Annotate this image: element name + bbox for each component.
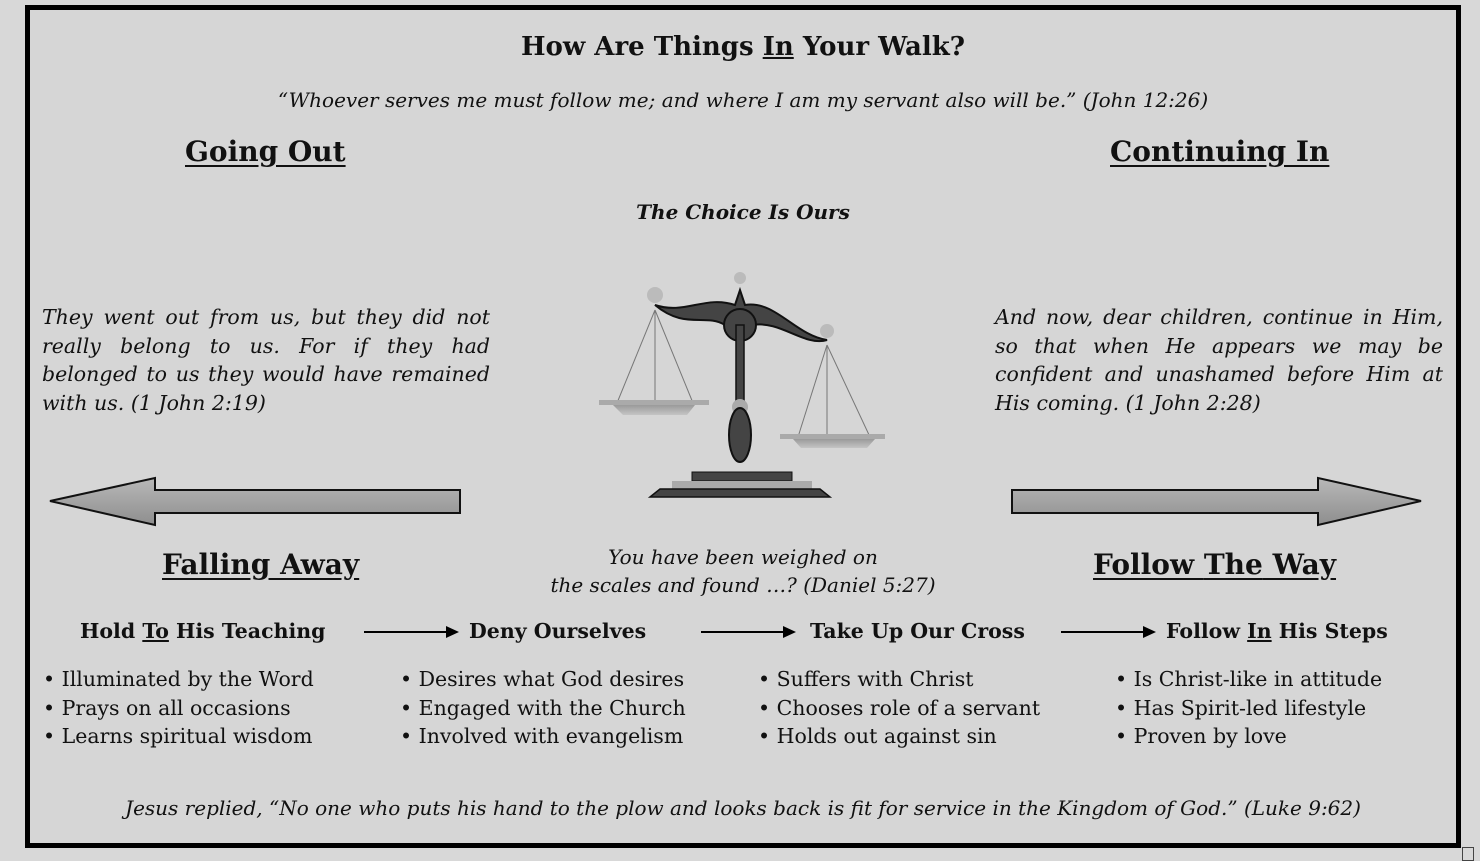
list-item: • Prays on all occasions (43, 695, 291, 720)
weighed-caption: You have been weighed on the scales and f… (500, 543, 986, 599)
scripture-quote: “Whoever serves me must follow me; and w… (277, 88, 1209, 112)
scales-icon (599, 272, 885, 498)
list-item: • Desires what God desires (400, 667, 685, 691)
step-text: Take Up Our Cross (810, 619, 1025, 643)
follow-the-way-heading: Follow The Way (1093, 548, 1336, 581)
list-item: • Proven by love (1115, 724, 1287, 749)
list-item: • Is Christ-like in attitude (1115, 667, 1383, 691)
weighed-line: the scales and found …? (Daniel 5:27) (550, 573, 936, 597)
step-text: Follow (1166, 619, 1248, 643)
heading-part: Follow (1093, 548, 1204, 581)
page-title: How Are Things In Your Walk? (0, 32, 1480, 62)
step-text: His Teaching (168, 619, 326, 643)
title-part: Your Walk? (793, 32, 966, 62)
weighed-line: You have been weighed on (608, 545, 878, 569)
title-part: How Are Things (520, 32, 763, 62)
right-passage: And now, dear children, continue in Him,… (995, 305, 1443, 415)
bullet-list-4: • Is Christ-like in attitude • Has Spirit… (1115, 665, 1382, 751)
step-text: Deny Ourselves (469, 619, 647, 643)
title-underlined: In (762, 32, 794, 62)
step-text: Hold (80, 619, 143, 643)
going-out-heading: Going Out (185, 135, 346, 168)
list-item: • Has Spirit-led lifestyle (1115, 695, 1367, 720)
bullet-list-2: • Desires what God desires • Engaged with… (400, 665, 686, 751)
step-text: His Steps (1271, 619, 1388, 643)
step-underlined: In (1247, 619, 1272, 643)
list-item: • Suffers with Christ (758, 667, 974, 691)
bullet-list-3: • Suffers with Christ • Chooses role of a… (758, 665, 1040, 751)
falling-away-heading: Falling Away (162, 548, 360, 581)
continuing-in-heading: Continuing In (1110, 135, 1330, 168)
list-item: • Illuminated by the Word (43, 667, 314, 691)
step-arrow-icon (701, 626, 796, 638)
list-item: • Learns spiritual wisdom (43, 724, 313, 749)
step-arrow-icon (1061, 626, 1156, 638)
list-item: • Chooses role of a servant (758, 695, 1041, 720)
step-deny-ourselves: Deny Ourselves (469, 619, 646, 643)
right-arrow-icon (1011, 476, 1422, 527)
choice-caption: The Choice Is Ours (636, 200, 850, 224)
footer-quote: Jesus replied, “No one who puts his hand… (125, 796, 1361, 820)
left-passage: They went out from us, but they did not … (42, 305, 490, 415)
bullet-list-1: • Illuminated by the Word • Prays on all … (43, 665, 314, 751)
heading-part: Way (1262, 548, 1337, 581)
step-hold-to-his-teaching: Hold To His Teaching (80, 619, 326, 643)
list-item: • Holds out against sin (758, 724, 997, 749)
step-follow-in-his-steps: Follow In His Steps (1166, 619, 1388, 643)
step-underlined: To (142, 619, 169, 643)
step-arrow-icon (364, 626, 459, 638)
list-item: • Involved with evangelism (400, 724, 684, 749)
left-arrow-icon (49, 476, 461, 527)
heading-underlined: The (1203, 548, 1263, 581)
list-item: • Engaged with the Church (400, 695, 686, 720)
step-take-up-our-cross: Take Up Our Cross (810, 619, 1025, 643)
